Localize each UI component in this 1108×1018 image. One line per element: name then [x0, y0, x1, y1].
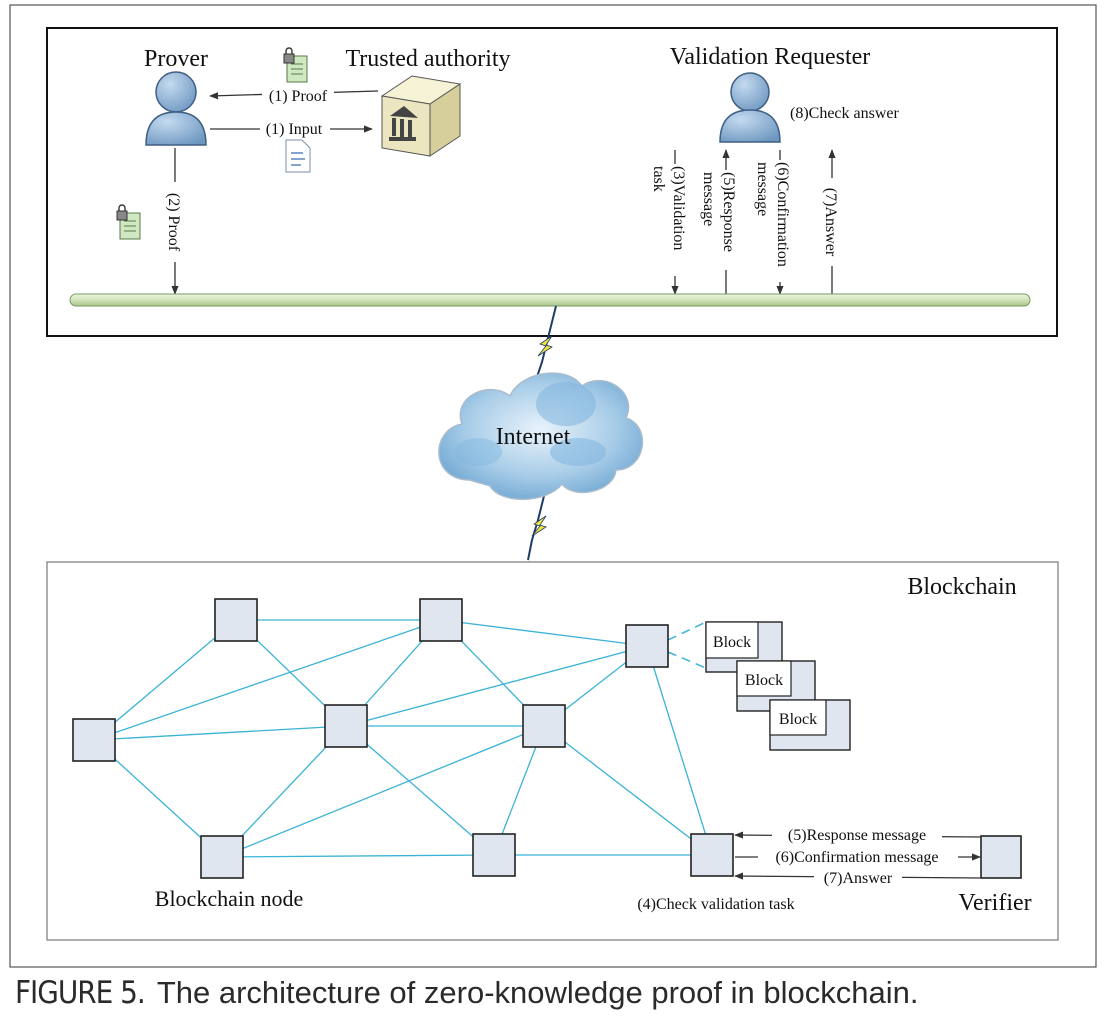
answer-label: (7)Answer — [822, 188, 839, 257]
block-label: Block — [745, 672, 783, 689]
internet-label: Internet — [496, 424, 571, 450]
blockchain-node — [200, 835, 244, 879]
blockchain-panel-frame — [46, 561, 1059, 941]
top-panel: Prover Trusted authority Validation Requ… — [46, 27, 1058, 337]
blockchain-node — [419, 598, 463, 642]
validation-task-label: (3)Validation task — [650, 166, 687, 254]
block-label: Block — [713, 634, 751, 651]
architecture-diagram: Prover Trusted authority Validation Requ… — [9, 4, 1097, 968]
prover-title: Prover — [144, 46, 208, 72]
figure-number: FIGURE 5. — [15, 975, 146, 1011]
figure-border — [9, 4, 1097, 968]
document-icon — [285, 139, 311, 173]
blockchain-node — [625, 624, 669, 668]
confirmation-label: (6)Confirmation message — [754, 162, 791, 271]
verifier-response-label: (5)Response message — [788, 827, 926, 844]
internet-link — [527, 305, 557, 561]
response-label: (5)Response message — [700, 172, 737, 256]
authority-server-icon — [380, 75, 462, 157]
verifier-confirmation-label: (6)Confirmation message — [775, 849, 938, 866]
blockchain-node-label: Blockchain node — [155, 886, 303, 911]
proof2-label: (2) Proof — [165, 193, 182, 252]
blockchain-panel: Blockchain — [46, 561, 1059, 941]
block: Block — [769, 699, 851, 751]
blockchain-node — [214, 598, 258, 642]
proof-label: (1) Proof — [269, 88, 328, 105]
top-panel-frame — [46, 27, 1058, 337]
block-stack: Block Block Block — [705, 621, 851, 751]
caption-text: The architecture of zero-knowledge proof… — [156, 975, 919, 1010]
network-bus — [69, 293, 1031, 307]
blockchain-title: Blockchain — [907, 574, 1016, 600]
block-label: Block — [779, 711, 817, 728]
blockchain-node — [690, 833, 734, 877]
requester-title: Validation Requester — [670, 44, 871, 70]
blockchain-node — [472, 833, 516, 877]
input-label: (1) Input — [266, 121, 323, 138]
check-task-label: (4)Check validation task — [637, 896, 794, 913]
internet-cloud-icon: Internet — [438, 372, 644, 500]
requester-person-icon — [719, 72, 781, 143]
blockchain-node — [522, 704, 566, 748]
blockchain-node — [324, 704, 368, 748]
check-answer-label: (8)Check answer — [790, 105, 900, 122]
authority-title: Trusted authority — [345, 46, 510, 72]
blockchain-node — [72, 718, 116, 762]
figure-caption: FIGURE 5. The architecture of zero-knowl… — [15, 975, 918, 1011]
lock-document-icon — [116, 204, 141, 240]
prover-person-icon — [145, 71, 207, 146]
verifier-answer-label: (7)Answer — [824, 870, 893, 887]
verifier-label: Verifier — [958, 890, 1031, 916]
lock-document-icon — [283, 47, 308, 83]
block-links — [667, 621, 707, 669]
verifier-node — [980, 835, 1022, 879]
